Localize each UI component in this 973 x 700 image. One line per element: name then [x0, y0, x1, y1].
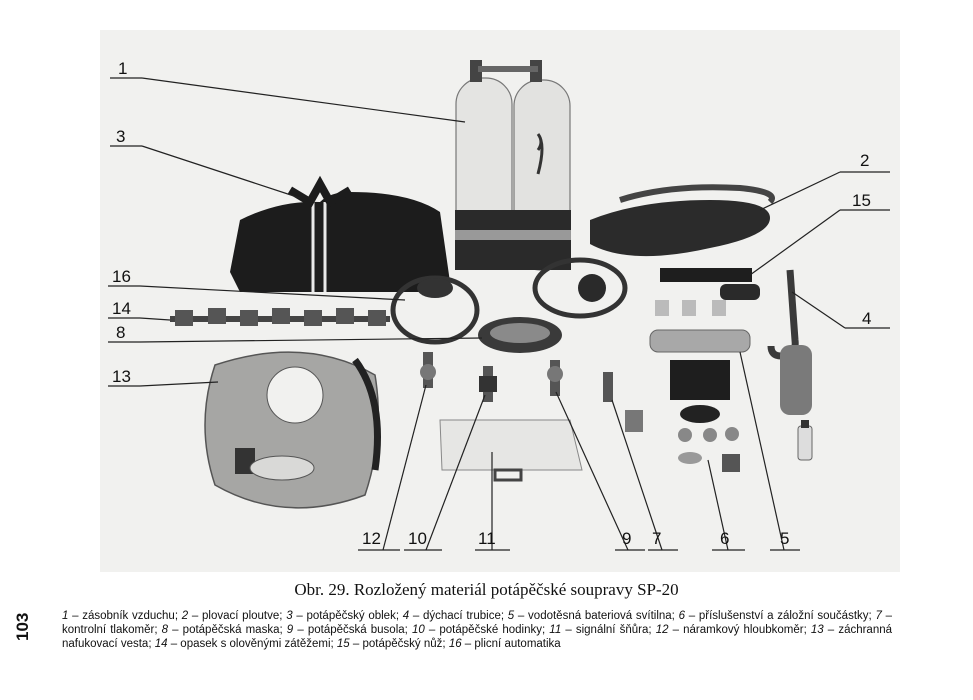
callout-12: 12	[362, 529, 381, 548]
snorkel	[767, 269, 812, 415]
callout-8: 8	[116, 323, 125, 342]
legend-num-8: 8	[161, 624, 169, 636]
legend-num-5: 5	[507, 610, 515, 622]
weight-belt	[170, 308, 390, 326]
legend-text-11: signální šňůra	[575, 624, 649, 636]
legend-text-4: dýchací trubice	[423, 610, 501, 622]
diving-knife	[660, 268, 760, 300]
legend-num-2: 2	[181, 610, 189, 622]
callout-6: 6	[720, 529, 729, 548]
callout-13: 13	[112, 367, 131, 386]
legend-text-9: potápěčská busola	[307, 624, 405, 636]
flashlight	[649, 300, 751, 353]
legend-num-4: 4	[402, 610, 410, 622]
legend-num-13: 13	[810, 624, 824, 636]
depth-gauge	[420, 352, 436, 388]
equipment-photo: 1 3 2 15 16 14 8 4 13 12 10 11 9 7 6 5	[100, 30, 900, 572]
legend-num-12: 12	[655, 624, 669, 636]
legend-num-11: 11	[549, 624, 562, 636]
callout-7: 7	[652, 529, 661, 548]
callout-14: 14	[112, 299, 131, 318]
callout-lines	[108, 77, 890, 551]
legend-num-3: 3	[286, 610, 293, 622]
legend-num-16: 16	[448, 638, 462, 650]
air-cylinders	[455, 60, 571, 271]
legend-num-9: 9	[286, 624, 294, 636]
legend-num-1: 1	[62, 610, 69, 622]
fins	[590, 184, 775, 257]
legend-text-13: záchranná nafukovací vesta	[62, 624, 893, 650]
small-bottle	[797, 420, 813, 461]
legend-num-10: 10	[411, 624, 425, 636]
diving-mask	[478, 317, 562, 353]
legend-num-15: 15	[336, 638, 350, 650]
callout-1: 1	[118, 59, 127, 78]
compass	[547, 360, 563, 396]
legend-text-16: plicní automatika	[474, 638, 561, 650]
legend-text-5: vodotěsná bateriová svítilna	[528, 610, 672, 622]
dive-watch	[479, 366, 497, 402]
legend-text-15: potápěčský nůž	[362, 638, 443, 650]
legend-text-12: náramkový hloubkoměr	[683, 624, 804, 636]
callout-labels: 1 3 2 15 16 14 8 4 13 12 10 11 9 7 6 5	[112, 59, 871, 548]
figure-legend: 1 – zásobník vzduchu; 2 – plovací ploutv…	[62, 610, 893, 650]
legend-text-10: potápěčské hodinky	[439, 624, 542, 636]
legend-text-2: plovací ploutve	[202, 610, 280, 622]
accessories	[670, 360, 740, 472]
life-vest	[204, 351, 381, 509]
wetsuit	[230, 175, 450, 292]
callout-5: 5	[780, 529, 789, 548]
regulator	[390, 257, 628, 345]
legend-text-6: příslušenství a záložní součástky	[698, 610, 869, 622]
legend-text-8: potápěčská maska	[182, 624, 280, 636]
legend-num-6: 6	[678, 610, 685, 622]
legend-text-14: opasek s olověnými zátěžemi	[180, 638, 331, 650]
callout-16: 16	[112, 267, 131, 286]
pressure-gauge	[603, 372, 643, 432]
callout-2: 2	[860, 151, 869, 170]
figure-caption: Obr. 29. Rozložený materiál potápěčské s…	[294, 580, 679, 599]
callout-9: 9	[622, 529, 631, 548]
legend-text-3: potápěčský oblek	[306, 610, 396, 622]
page-number: 103	[13, 612, 32, 642]
callout-3: 3	[116, 127, 125, 146]
equipment-illustration: 1 3 2 15 16 14 8 4 13 12 10 11 9 7 6 5	[100, 30, 900, 572]
legend-text-1: zásobník vzduchu	[82, 610, 175, 622]
callout-11: 11	[478, 529, 496, 548]
legend-num-7: 7	[875, 610, 882, 622]
legend-num-14: 14	[154, 638, 168, 650]
callout-4: 4	[862, 309, 871, 328]
callout-10: 10	[408, 529, 427, 548]
signal-line	[439, 419, 583, 482]
callout-15: 15	[852, 191, 871, 210]
legend-text-7: kontrolní tlakoměr	[62, 624, 155, 636]
